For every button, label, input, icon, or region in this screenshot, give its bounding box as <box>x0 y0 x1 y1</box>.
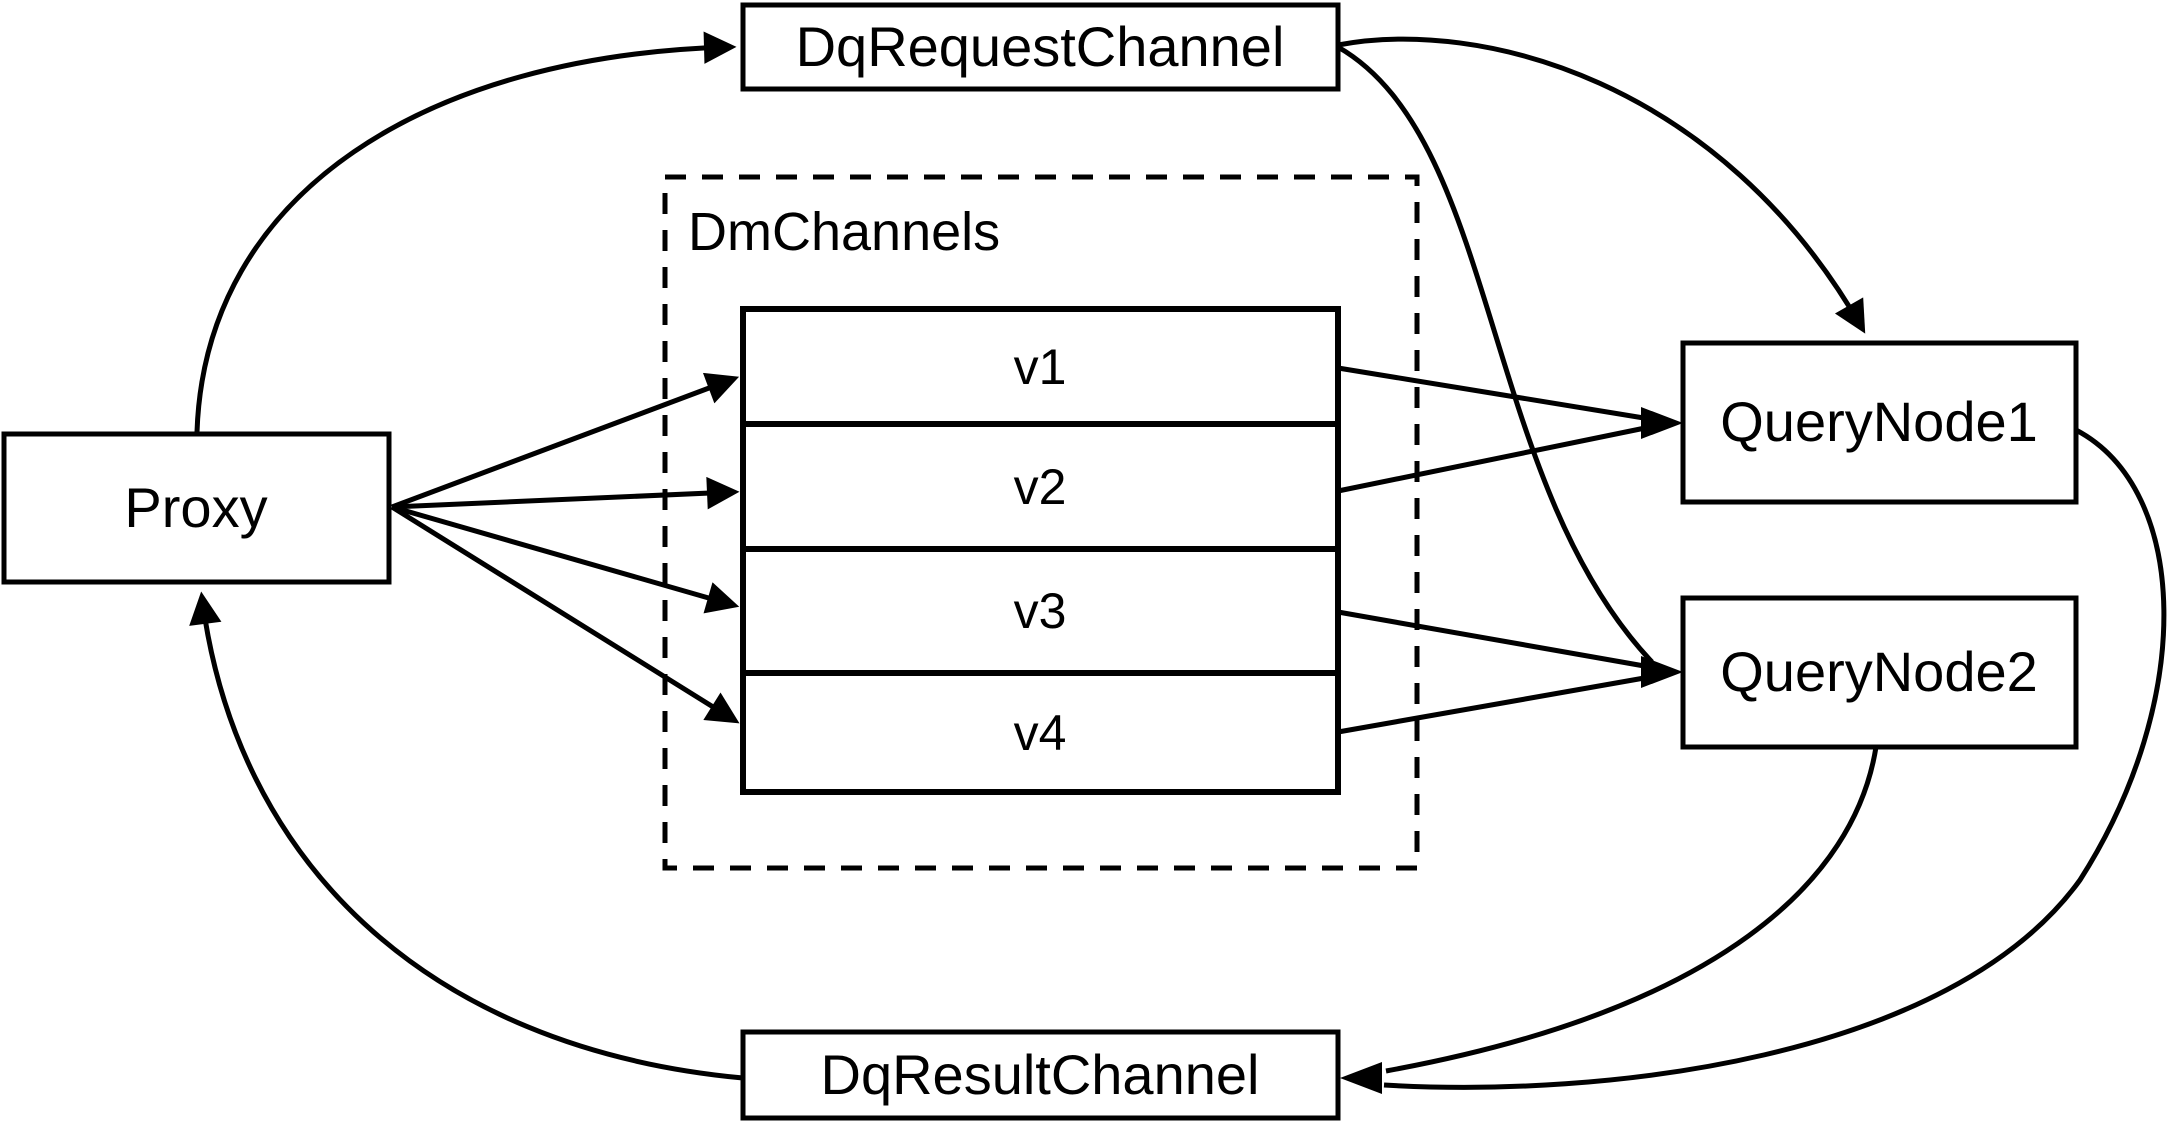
arrowhead-querynode1-left <box>1641 407 1683 439</box>
edge-dqrequestchannel-to-querynode1 <box>1337 36 1866 334</box>
node-query-node-2: QueryNode2 <box>1680 595 2079 750</box>
node-dq-result-channel: DqResultChannel <box>740 1029 1341 1121</box>
arrowhead-dqresultchannel-right <box>1340 1062 1382 1094</box>
node-dq-result-channel-box <box>740 1029 1341 1121</box>
edge-v3-to-querynode2 <box>1337 609 1651 670</box>
edge-v1-to-querynode1 <box>1337 365 1651 422</box>
node-dq-request-channel: DqRequestChannel <box>740 2 1341 92</box>
node-query-node-2-box <box>1680 595 2079 750</box>
node-query-node-1: QueryNode1 <box>1680 340 2079 505</box>
edge-proxy-to-v4 <box>390 504 740 724</box>
edge-v4-to-querynode2 <box>1337 674 1651 735</box>
edge-querynode2-to-dqresultchannel <box>1385 746 1879 1074</box>
dm-channels-group: DmChannels v1 v2 v3 v4 <box>662 174 1420 871</box>
edge-proxy-to-v2 <box>391 476 740 510</box>
channel-row-v3: v3 <box>1014 583 1067 639</box>
edge-dqrequestchannel-to-querynode2 <box>1336 44 1654 664</box>
dm-channels-label: DmChannels <box>688 202 1000 262</box>
node-query-node-1-box <box>1680 340 2079 505</box>
node-query-node-1-label: QueryNode1 <box>1720 390 2038 453</box>
node-dq-request-channel-box <box>740 2 1341 92</box>
channel-table: v1 v2 v3 v4 <box>740 306 1341 795</box>
node-proxy-box <box>1 431 392 585</box>
channel-row-v1: v1 <box>1014 339 1067 395</box>
node-proxy: Proxy <box>1 431 392 585</box>
channel-row-v4: v4 <box>1014 705 1067 761</box>
edge-proxy-to-dqrequestchannel <box>194 31 737 433</box>
edge-proxy-to-v1 <box>391 372 740 510</box>
edge-proxy-to-v3 <box>391 504 740 614</box>
edge-querynode1-to-dqresultchannel <box>1383 427 2167 1090</box>
node-dq-result-channel-label: DqResultChannel <box>821 1043 1260 1106</box>
node-query-node-2-label: QueryNode2 <box>1720 640 2038 703</box>
node-proxy-label: Proxy <box>124 476 267 539</box>
node-dq-request-channel-label: DqRequestChannel <box>796 15 1285 78</box>
dm-channels-border <box>662 174 1420 871</box>
arrowhead-querynode2-left <box>1641 656 1683 688</box>
channel-row-v2: v2 <box>1014 459 1067 515</box>
edge-v2-to-querynode1 <box>1337 424 1651 494</box>
edge-dqresultchannel-to-proxy <box>189 591 744 1081</box>
